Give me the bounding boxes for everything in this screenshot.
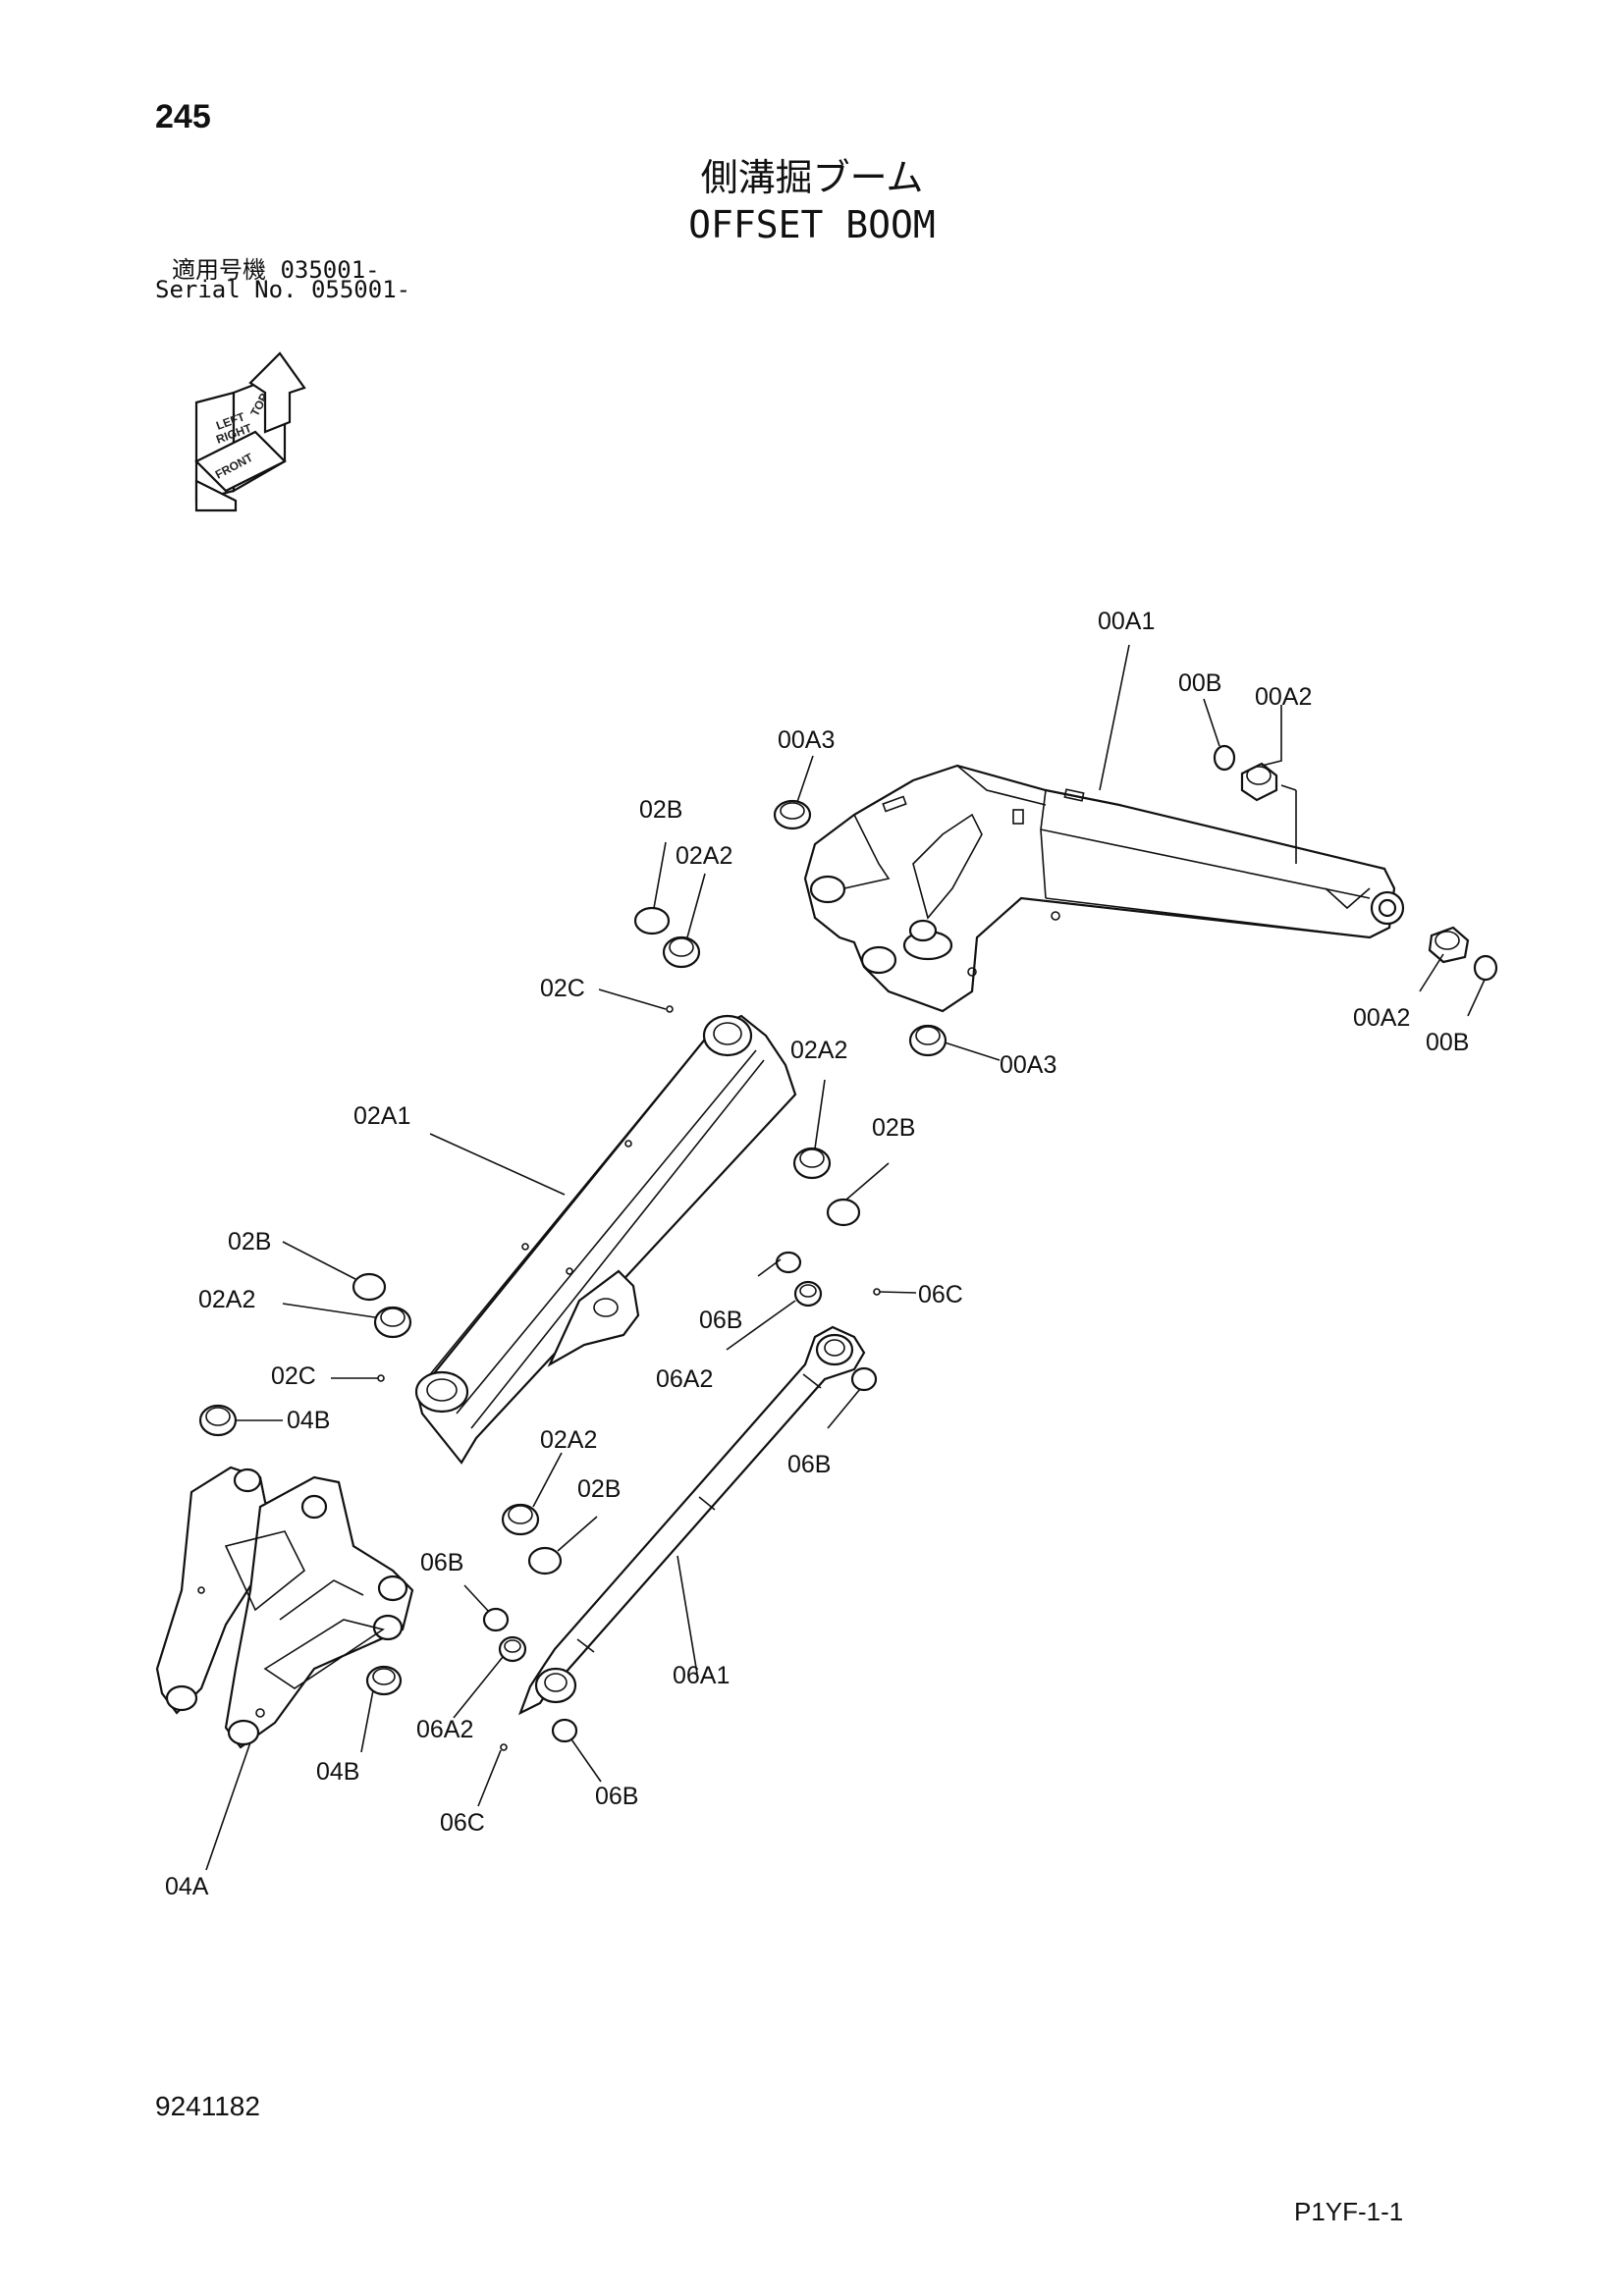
- ring-00B-top: [1213, 744, 1236, 772]
- page-number: 245: [155, 98, 211, 135]
- callout-02B-4: 02B: [577, 1475, 621, 1503]
- drawing-number: 9241182: [155, 2091, 260, 2121]
- bushing-00A3-top: [773, 799, 812, 830]
- pin-06C-1: [873, 1288, 881, 1296]
- callout-02C-1: 02C: [540, 975, 585, 1002]
- callout-06A2-2: 06A2: [416, 1716, 473, 1743]
- bushing-02A2-1: [662, 935, 701, 969]
- callout-04B-1: 04B: [287, 1407, 330, 1434]
- callout-06C-2: 06C: [440, 1809, 485, 1837]
- bushing-00A2-right: [1428, 926, 1470, 964]
- title-japanese: 側溝掘ブーム: [700, 156, 924, 199]
- callout-06B-4: 06B: [595, 1783, 638, 1810]
- bushing-02A2-4: [501, 1503, 540, 1536]
- ring-02B-3: [352, 1272, 387, 1302]
- pin-02C-2: [377, 1374, 385, 1382]
- callout-00A1: 00A1: [1098, 608, 1155, 635]
- title-english: OFFSET BOOM: [688, 203, 936, 246]
- callout-02B-2: 02B: [872, 1114, 915, 1142]
- bushing-00A3-bottom: [908, 1024, 947, 1057]
- callout-02A1: 02A1: [353, 1102, 410, 1130]
- rod-06A1: [518, 1325, 866, 1716]
- serial-applicability-english: Serial No. 055001-: [155, 276, 411, 303]
- callout-02A2-1: 02A2: [676, 842, 732, 870]
- ring-02B-2: [826, 1198, 861, 1227]
- lower-boom-04A: [155, 1466, 414, 1749]
- bushing-00A2-top: [1240, 762, 1278, 802]
- callout-00B-top: 00B: [1178, 669, 1221, 697]
- bushing-02A2-2: [792, 1147, 832, 1180]
- callout-04B-2: 04B: [316, 1758, 359, 1786]
- serial-applicability-japanese: 適用号機 035001-: [172, 256, 380, 284]
- pin-06C-2: [500, 1743, 508, 1751]
- callout-labels: 00A1 00B 00A2 00A3 00A2 00B 00A3 02B 02A…: [165, 608, 1469, 1900]
- intermediate-boom-02A1: [414, 1014, 797, 1465]
- callout-02B-1: 02B: [639, 796, 682, 824]
- bushing-04B-2: [365, 1665, 403, 1696]
- leader-lines: [205, 644, 1486, 1871]
- callout-06B-3: 06B: [420, 1549, 463, 1576]
- callout-04A: 04A: [165, 1873, 209, 1900]
- callout-02A2-4: 02A2: [540, 1426, 597, 1454]
- ring-06B-1: [775, 1251, 802, 1274]
- pin-02C-1: [666, 1005, 674, 1013]
- callout-00A2-top: 00A2: [1255, 683, 1312, 711]
- callout-06A1: 06A1: [673, 1662, 730, 1689]
- ring-02B-4: [527, 1546, 563, 1575]
- callout-02B-3: 02B: [228, 1228, 271, 1255]
- callout-06B-1: 06B: [699, 1307, 742, 1334]
- orientation-compass-icon: TOP LEFT RIGHT FRONT: [194, 351, 306, 512]
- ring-06B-2: [850, 1366, 878, 1392]
- callout-06A2-1: 06A2: [656, 1365, 713, 1393]
- bushing-02A2-3: [373, 1306, 412, 1339]
- ring-00B-right: [1473, 954, 1498, 982]
- ring-06B-4: [551, 1718, 578, 1743]
- sheet-code: P1YF-1-1: [1294, 2197, 1404, 2226]
- bushing-04B-1: [198, 1404, 238, 1437]
- callout-02A2-3: 02A2: [198, 1286, 255, 1313]
- upper-boom-00A1: [803, 764, 1405, 1013]
- ring-06B-3: [482, 1607, 510, 1632]
- ring-02B-1: [633, 906, 671, 935]
- callout-06B-2: 06B: [787, 1451, 831, 1478]
- callout-00A3-bottom: 00A3: [1000, 1051, 1056, 1079]
- callout-00A2-right: 00A2: [1353, 1004, 1410, 1032]
- callout-00B-right: 00B: [1426, 1029, 1469, 1056]
- callout-02A2-2: 02A2: [790, 1037, 847, 1064]
- callout-00A3-top: 00A3: [778, 726, 835, 754]
- callout-06C-1: 06C: [918, 1281, 963, 1308]
- callout-02C-2: 02C: [271, 1362, 316, 1390]
